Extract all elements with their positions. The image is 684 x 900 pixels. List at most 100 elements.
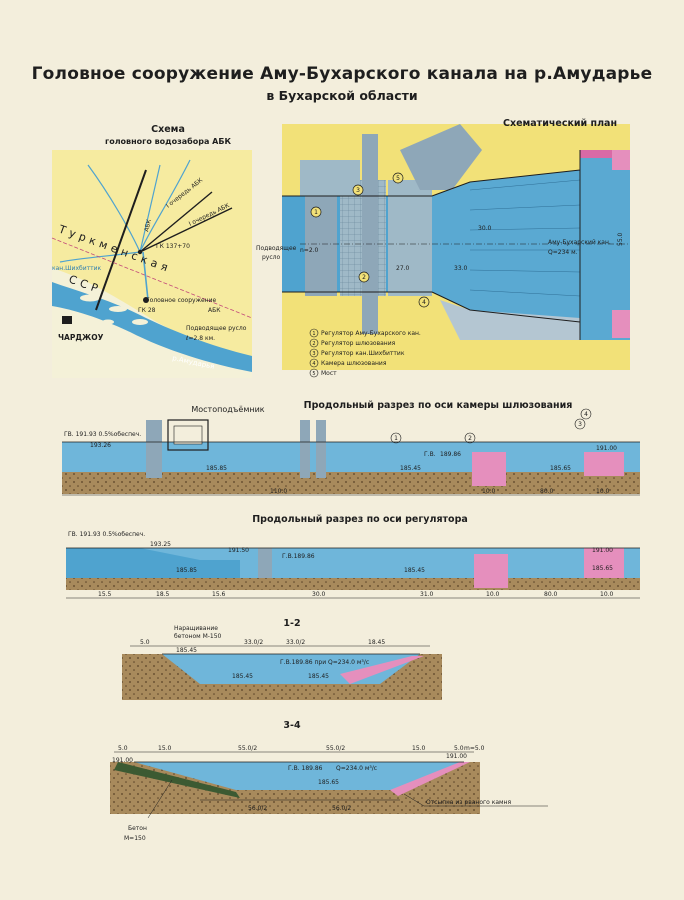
section3-d3: 33.0/2 [244,639,263,646]
canal-line-2 [139,207,233,253]
section4-dim-top: 15.0 [158,745,172,752]
section1-n4: 4 [584,411,588,418]
section2-e3: Г.В.189.86 [282,553,315,560]
head-label: Головное сооружение [146,297,216,304]
section1-n1: 1 [394,435,398,442]
legend-item: Регулятор Аму-Бухарского кан. [321,330,421,337]
section1-lining-1 [472,452,506,486]
section2-dim: 10.0 [486,591,500,598]
section4-dim-top: 15.0 [412,745,426,752]
section1-lift-frame [167,419,209,451]
section1-lining-2 [584,452,624,476]
section1-e4: 185.45 [400,465,421,472]
svg-text:3: 3 [312,351,315,357]
head-label-2: АБК [208,307,221,314]
legend-item: Регулятор кан.Шихбиттик [321,350,405,357]
river-island [109,306,127,312]
section4-m: m=5.0 [464,745,485,752]
section4-b: 185.65 [318,779,339,786]
section2-dim: 31.0 [420,591,434,598]
section4-dim-top: 5.0 [454,745,464,752]
section1-e1: 193.26 [90,442,111,449]
canal-north [139,159,191,253]
page-title: Головное сооружение Аму-Бухарского канал… [31,64,653,84]
schema-title: Схема [151,124,185,135]
section4-concrete-label: Бетон [128,825,147,832]
plan-legend: 1 Регулятор Аму-Бухарского кан. 2 Регуля… [309,328,421,378]
river-amudarya [52,282,252,372]
gk-marker [137,249,143,255]
lower-wall [440,300,580,340]
outlet-canal [580,150,630,340]
river-island [80,294,100,302]
section1-d2: 10.0 [482,488,496,495]
head-structure-marker [143,297,149,303]
section4-rock-leader [403,793,425,807]
section3-note2: бетоном М-150 [174,633,222,640]
section2-e7: 185.65 [592,565,613,572]
legend-item: Регулятор шлюзования [321,340,396,347]
section1-d4: 10.0 [596,488,610,495]
section-regulator-axis: Продольный разрез по оси регулятора ГВ. … [66,514,640,599]
section4-dim-top: 55.0/2 [326,745,345,752]
upper-wall [300,160,360,196]
section3-d1: 5.0 [140,639,150,646]
section1-gate [300,420,310,478]
section1-gv: ГВ. 191.93 0.5%обеспеч. [64,431,141,438]
section2-soil [66,578,640,590]
section2-lining-1 [474,554,508,588]
section1-n2: 2 [468,435,472,442]
canal-basin [432,170,580,322]
schema-map: Схема головного водозабора АБК Туркменск… [51,124,253,378]
section2-dim: 18.5 [156,591,170,598]
railway [95,169,147,311]
river-island [132,319,148,325]
svg-text:3: 3 [356,187,360,194]
city-label: ЧАРДЖОУ [58,333,104,342]
section1-gv2: Г.В. [424,451,436,458]
section2-gate [258,548,272,578]
plan-dim-30: 30.0 [478,225,492,232]
section1-e5: 185.65 [550,465,571,472]
plan-dim-n: n=2.0 [300,247,319,254]
plan-dim-33: 33.0 [454,265,468,272]
section4-title: 3-4 [283,720,301,731]
canal-label-shikhbittik: кан.Шихбиттик [52,265,101,272]
section-lock-axis: Продольный разрез по оси камеры шлюзован… [62,400,640,496]
section2-gv: ГВ. 191.93 0.5%обеспеч. [68,531,145,538]
section4-dim-bot: 56.0/2 [248,805,267,812]
section-1-2: 1-2 Наращивание бетоном М-150 5.0 185.45… [122,618,442,700]
section-3-4: 3-4 5.0 15.0 55.0/2 55.0/2 15.0 5.0 191.… [110,720,548,842]
section4-dim-top: 5.0 [118,745,128,752]
plan-outline-2 [431,150,581,340]
inflow-length: ℓ=2.8 км. [185,335,215,342]
svg-text:5: 5 [312,371,315,377]
legend-item: Камера шлюзования [321,360,387,367]
section2-e4: 185.85 [176,567,197,574]
plan-inflow-label: Подводящее [256,245,297,252]
inflow-label: Подводящее русло [186,325,247,332]
canal-shikhbittik [59,251,141,263]
section2-dim: 15.6 [212,591,226,598]
schema-subtitle: головного водозабора АБК [105,136,231,146]
section4-concrete-leader [147,779,173,819]
section3-wl-label: Г.В.189.86 при Q=234.0 м³/с [280,659,369,666]
gk-label-1: ГК 137+70 [156,243,190,250]
plan-canal-label: Аму-Бухарский кан. [548,239,611,246]
section3-d5: 18.45 [368,639,385,646]
section4-concrete-grade: М=150 [124,835,146,842]
section3-b2: 185.45 [308,673,329,680]
section2-dim: 80.0 [544,591,558,598]
section1-e3: 185.85 [206,465,227,472]
section1-lift-cabin [173,425,203,445]
page-subtitle: в Бухарской области [266,88,418,103]
section4-wl-label: Г.В. 189.86 [288,765,323,772]
section3-note1: Наращивание [174,625,218,632]
plan-grid-lines [469,179,581,297]
svg-text:4: 4 [312,361,315,367]
plan-inflow-label-2: русло [262,254,280,261]
section1-n3: 3 [578,421,582,428]
section3-b1: 185.45 [232,673,253,680]
section1-gate-2 [316,420,326,478]
